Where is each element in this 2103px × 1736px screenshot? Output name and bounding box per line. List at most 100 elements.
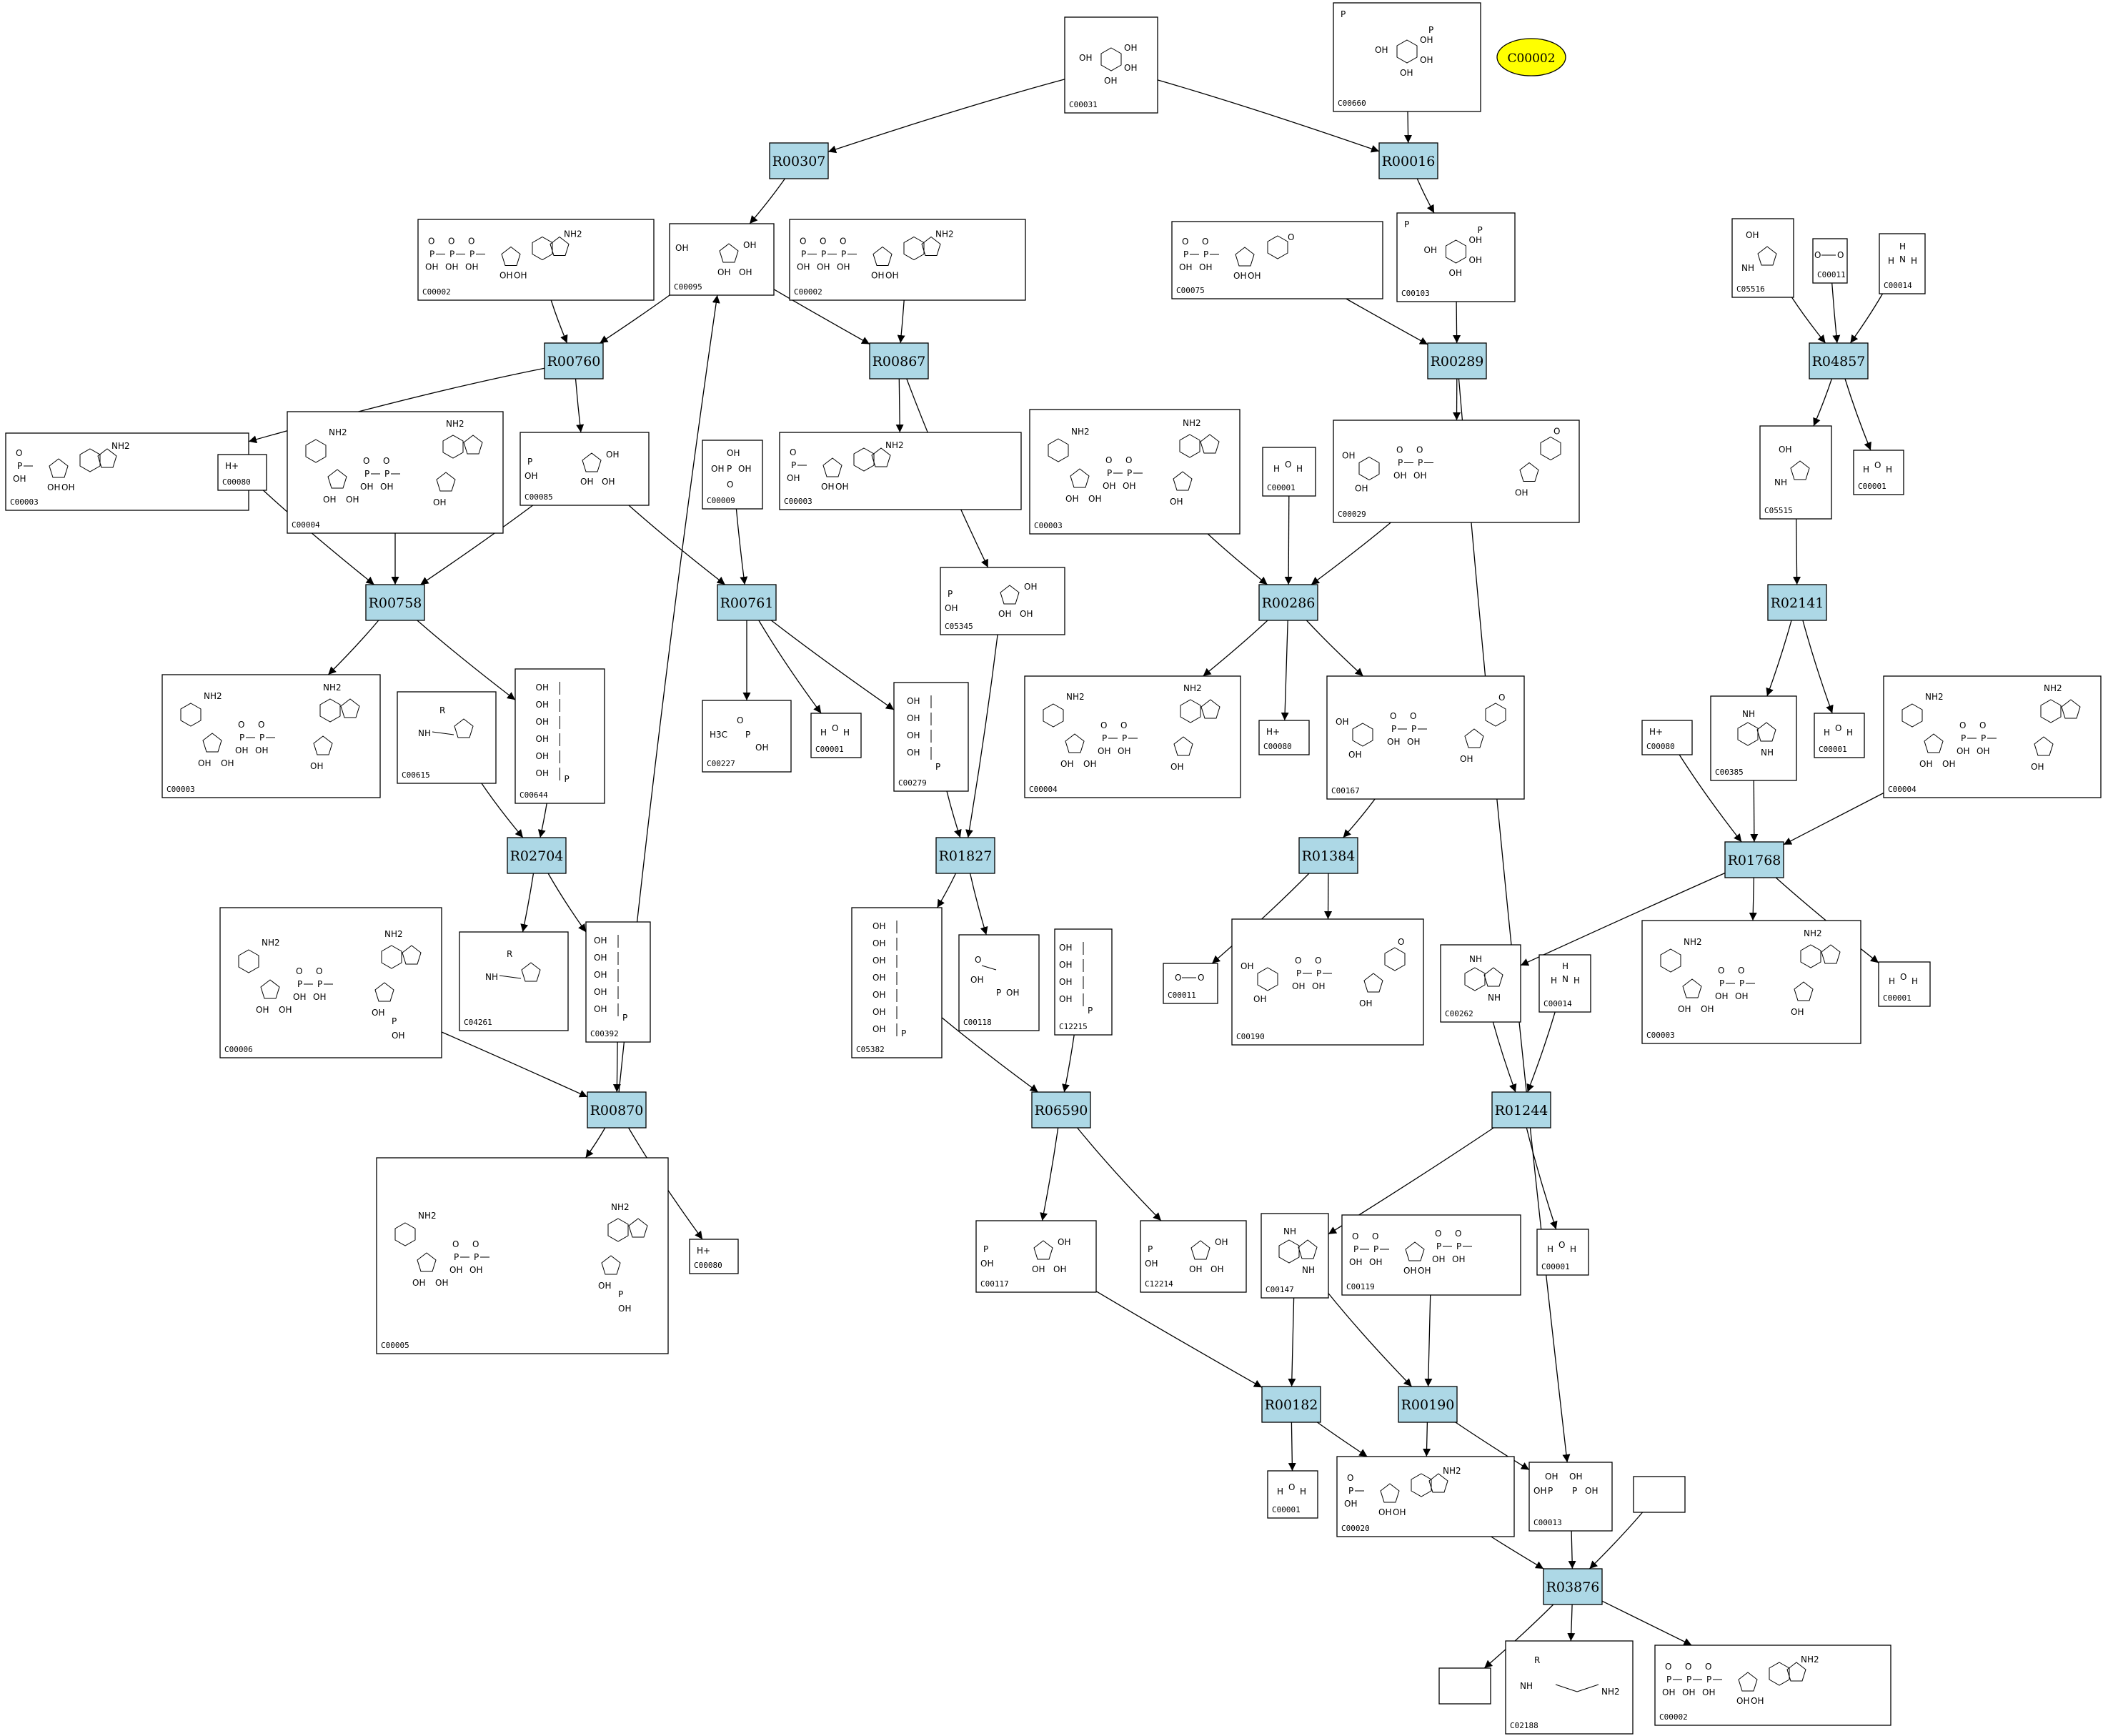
reaction-id-label: R00758 — [369, 595, 422, 611]
reaction-id-label: R00760 — [547, 354, 601, 369]
atom-label: OH — [1065, 494, 1078, 504]
atom-label: OH — [536, 683, 549, 693]
compound-c00080[interactable]: H+C00080 — [217, 454, 267, 491]
reaction-r01768[interactable]: R01768 — [1724, 841, 1784, 878]
reaction-r00867[interactable]: R00867 — [869, 342, 929, 380]
reaction-r00761[interactable]: R00761 — [717, 584, 777, 621]
reaction-r00760[interactable]: R00760 — [544, 342, 604, 380]
reaction-r00289[interactable]: R00289 — [1427, 342, 1487, 380]
edge-R01768-to-C00001e — [1775, 877, 1879, 963]
compound-c00080[interactable]: H+C00080 — [1258, 720, 1310, 755]
atom-label: NH — [1761, 748, 1774, 758]
reaction-r00182[interactable]: R00182 — [1261, 1386, 1321, 1423]
compound-box — [1333, 2, 1481, 112]
reaction-r00307[interactable]: R00307 — [769, 142, 829, 179]
reaction-r00016[interactable]: R00016 — [1378, 142, 1438, 179]
compound-c00080[interactable]: H+C00080 — [689, 1239, 739, 1274]
atom-label: OH — [1145, 1259, 1158, 1269]
atom-label: OH — [1059, 994, 1072, 1004]
atom-label: O — [1105, 455, 1112, 465]
compound-blank[interactable] — [1633, 1476, 1686, 1513]
atom-label: OH — [594, 936, 607, 946]
reaction-r01244[interactable]: R01244 — [1491, 1091, 1551, 1129]
reaction-r04857[interactable]: R04857 — [1809, 342, 1869, 380]
reaction-r03876[interactable]: R03876 — [1543, 1568, 1603, 1605]
atom-label: O — [790, 447, 796, 457]
reaction-r00758[interactable]: R00758 — [365, 584, 425, 621]
atom-label: P — [1296, 968, 1301, 978]
atom-label: OH — [580, 477, 593, 487]
compound-c00080[interactable]: H+C00080 — [1641, 720, 1693, 755]
atom-label: OH — [1715, 991, 1728, 1001]
reaction-r02141[interactable]: R02141 — [1767, 584, 1827, 621]
reaction-r06590[interactable]: R06590 — [1031, 1091, 1091, 1129]
reaction-r00870[interactable]: R00870 — [587, 1091, 647, 1129]
compound-id-label: C00031 — [1069, 100, 1098, 109]
reaction-r02704[interactable]: R02704 — [507, 837, 567, 874]
reaction-r01827[interactable]: R01827 — [935, 837, 995, 874]
atom-label: P — [622, 1013, 627, 1023]
highlight-compound-c00002[interactable]: C00002 — [1496, 38, 1566, 76]
compound-blank[interactable] — [1438, 1667, 1491, 1705]
reaction-r01384[interactable]: R01384 — [1298, 837, 1358, 874]
atom-label: O — [1435, 1229, 1441, 1239]
reaction-r00286[interactable]: R00286 — [1258, 584, 1318, 621]
reaction-r00190[interactable]: R00190 — [1398, 1386, 1458, 1423]
